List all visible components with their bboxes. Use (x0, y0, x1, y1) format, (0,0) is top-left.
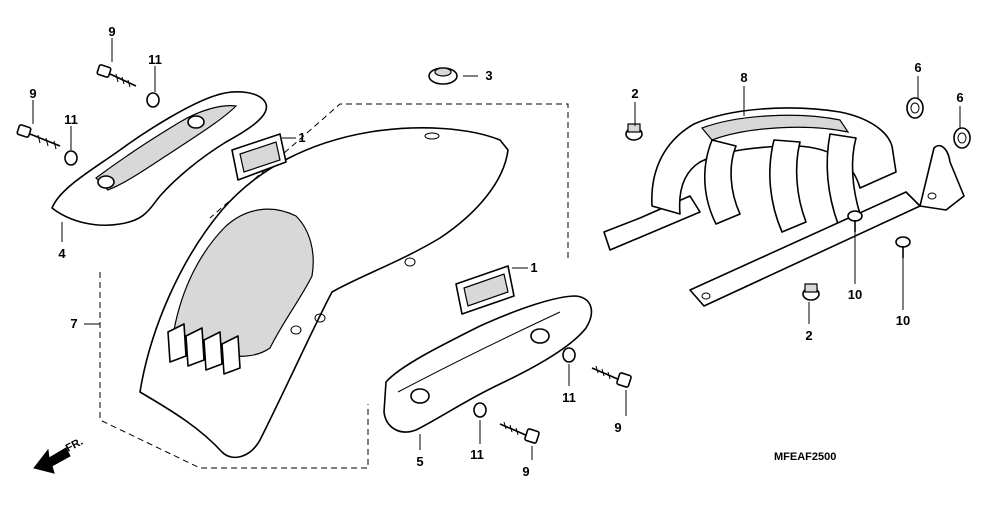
callout-label: 11 (470, 447, 484, 462)
callout-label: 2 (805, 328, 812, 343)
callout-label: 1 (298, 130, 305, 145)
fender-fins (167, 323, 241, 375)
washer-lower-right-b (473, 402, 487, 418)
washer-lower-right-a (562, 347, 576, 363)
cushion-a (906, 97, 924, 119)
bolt-lower-right-a (591, 365, 632, 388)
grommet-frame-lower (802, 283, 820, 301)
cushion-b (953, 127, 971, 149)
callout-labels: 9 11 9 11 4 3 1 1 7 5 11 9 11 9 2 8 6 6 … (29, 24, 963, 479)
callout-label: 9 (108, 24, 115, 39)
callout-label: 6 (914, 60, 921, 75)
callout-label: 10 (896, 313, 910, 328)
callout-label: 7 (70, 316, 77, 331)
reflector-upper (231, 133, 287, 181)
callout-label: 10 (848, 287, 862, 302)
bolt-lower-right-b (499, 421, 540, 444)
rear-fender (99, 103, 569, 469)
leader-lines (32, 38, 961, 460)
front-label: FR. (64, 436, 85, 455)
grommet-frame-upper (625, 123, 643, 141)
callout-label: 11 (64, 112, 78, 127)
callout-label: 2 (631, 86, 638, 101)
left-stay-cover (51, 91, 268, 227)
callout-label: 8 (740, 70, 747, 85)
figure-code: MFEAF2500 (774, 451, 836, 463)
bolt-upper-left-b (16, 124, 61, 150)
callout-label: 9 (614, 420, 621, 435)
right-stay-cover (383, 295, 593, 433)
bolt-upper-left-a (96, 64, 137, 88)
washer-upper-left-a (146, 92, 160, 108)
arrow-left-icon (33, 447, 71, 474)
callout-label: 5 (416, 454, 423, 469)
grommet-top (428, 67, 458, 85)
front-direction-arrow: FR. (33, 436, 85, 474)
callout-label: 9 (29, 86, 36, 101)
callout-label: 1 (530, 260, 537, 275)
screw-b (895, 236, 911, 258)
washer-upper-left-b (64, 150, 78, 166)
reflector-lower (455, 265, 515, 315)
rear-fender-frame (603, 107, 965, 307)
callout-label: 4 (58, 246, 66, 261)
callout-label: 3 (485, 68, 492, 83)
callout-label: 11 (562, 390, 576, 405)
callout-label: 9 (522, 464, 529, 479)
callout-label: 6 (956, 90, 963, 105)
callout-label: 11 (148, 52, 162, 67)
screw-a (847, 210, 863, 232)
